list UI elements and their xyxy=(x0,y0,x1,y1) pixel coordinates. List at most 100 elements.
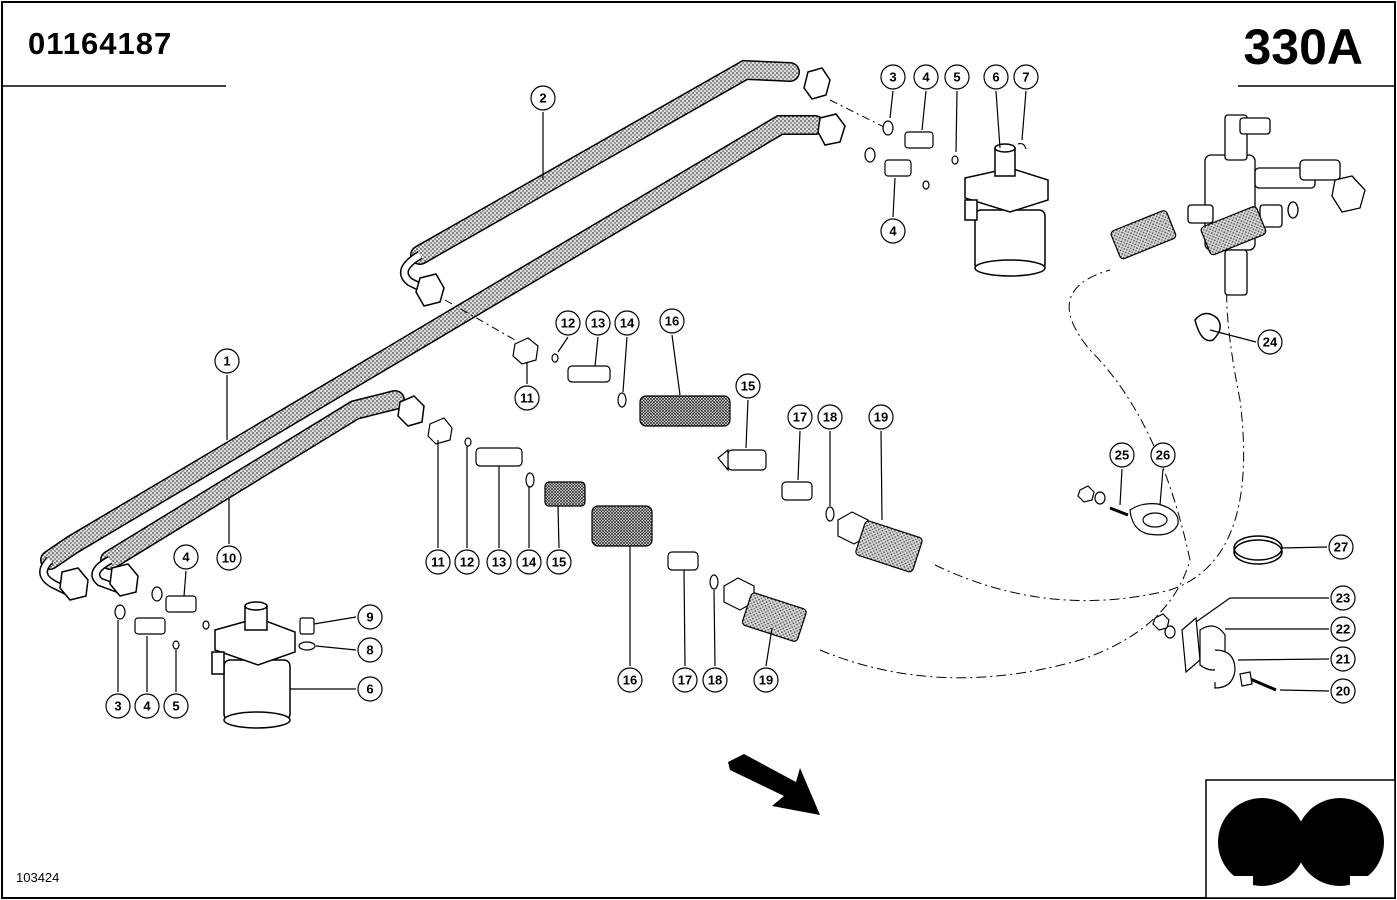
callout-label: 17 xyxy=(678,673,692,688)
callout-circle xyxy=(1330,678,1356,704)
callout-circle xyxy=(1150,442,1176,468)
callout-label: 6 xyxy=(992,70,999,85)
callout-c27: 27 xyxy=(1281,534,1354,560)
callout-label: 16 xyxy=(665,314,679,329)
callout-c8: 8 xyxy=(315,637,383,663)
callout-leader xyxy=(671,334,681,396)
callout-leader xyxy=(880,430,883,521)
callout-label: 21 xyxy=(1336,652,1350,667)
callout-c7a: 7 xyxy=(1013,64,1039,141)
callout-leader xyxy=(955,90,958,153)
callout-leader xyxy=(183,570,187,597)
callout-c11a: 11 xyxy=(514,362,540,411)
callout-circle xyxy=(817,404,843,430)
callout-c4c: 4 xyxy=(173,544,199,597)
callout-label: 5 xyxy=(953,70,960,85)
motor-upper xyxy=(964,143,1049,277)
coupling-row-lower xyxy=(427,417,719,590)
lower-fittings xyxy=(114,586,316,651)
hose-clamp-27 xyxy=(1233,535,1283,565)
callout-leader xyxy=(921,90,927,131)
callout-label: 12 xyxy=(460,555,474,570)
callout-circle xyxy=(944,64,970,90)
callout-circle xyxy=(546,549,572,575)
callout-leader xyxy=(995,90,1001,149)
callout-circle xyxy=(214,348,240,374)
callout-circle xyxy=(134,693,160,719)
callout-c5a: 5 xyxy=(944,64,970,153)
hose-end-19-upper xyxy=(837,511,923,573)
callout-circle xyxy=(753,667,779,693)
callout-circle xyxy=(1330,585,1356,611)
callout-c19a: 19 xyxy=(868,404,894,521)
callout-circle xyxy=(880,218,906,244)
callout-c16b: 16 xyxy=(617,546,643,693)
callout-leader xyxy=(797,430,801,481)
callout-leader xyxy=(1119,468,1123,506)
callout-c23: 23 xyxy=(1195,585,1356,623)
callout-c22: 22 xyxy=(1225,616,1356,642)
callout-c15b: 15 xyxy=(546,505,572,575)
callout-label: 8 xyxy=(366,643,373,658)
callout-circle xyxy=(555,310,581,336)
clamp-25-26 xyxy=(1077,485,1179,536)
callout-circle xyxy=(913,64,939,90)
callout-c3a: 3 xyxy=(880,64,906,119)
callout-leader xyxy=(313,616,357,625)
callout-leader xyxy=(557,505,560,549)
motor-lower xyxy=(211,601,296,729)
valve-block xyxy=(1187,114,1366,296)
callout-c21: 21 xyxy=(1237,646,1356,672)
callout-label: 13 xyxy=(492,555,506,570)
callout-label: 23 xyxy=(1336,591,1350,606)
callout-leader xyxy=(745,399,749,449)
callout-circle xyxy=(880,64,906,90)
callout-label: 3 xyxy=(114,699,121,714)
callout-label: 7 xyxy=(1022,70,1029,85)
callout-c11b: 11 xyxy=(425,440,451,575)
callout-circle xyxy=(1109,442,1135,468)
callout-circle xyxy=(357,676,383,702)
callout-label: 9 xyxy=(366,610,373,625)
callout-leader xyxy=(622,336,628,393)
callout-label: 22 xyxy=(1336,622,1350,637)
callout-leader xyxy=(315,645,357,651)
callout-circle xyxy=(672,667,698,693)
callout-c17b: 17 xyxy=(672,569,698,693)
callout-circle xyxy=(1330,646,1356,672)
callout-circle xyxy=(1328,534,1354,560)
callout-circle xyxy=(983,64,1009,90)
callout-label: 26 xyxy=(1156,448,1170,463)
coupling-row-upper xyxy=(512,337,835,522)
callout-c17a: 17 xyxy=(787,404,813,481)
document-number: 01164187 xyxy=(28,26,173,61)
callout-label: 4 xyxy=(889,224,897,239)
callout-leader xyxy=(713,589,716,667)
callout-c2: 2 xyxy=(530,85,556,180)
callout-label: 4 xyxy=(143,699,151,714)
callout-leader xyxy=(1279,689,1330,692)
callout-c3b: 3 xyxy=(105,620,131,719)
callout-label: 27 xyxy=(1334,540,1348,555)
callout-label: 25 xyxy=(1115,448,1129,463)
hose-end-nuts xyxy=(59,67,846,601)
callout-label: 3 xyxy=(889,70,896,85)
route-line-2 xyxy=(819,269,1191,679)
callout-circle xyxy=(163,693,189,719)
callout-label: 20 xyxy=(1336,684,1350,699)
callout-circle xyxy=(216,545,242,571)
callout-leader xyxy=(683,569,686,667)
callout-c18b: 18 xyxy=(702,589,728,693)
callout-label: 18 xyxy=(823,410,837,425)
callout-circle xyxy=(173,544,199,570)
direction-arrow xyxy=(728,754,820,815)
callout-circle xyxy=(659,308,685,334)
callout-c4d: 4 xyxy=(134,636,160,719)
clamp-24 xyxy=(1194,312,1221,342)
callout-c26: 26 xyxy=(1150,442,1176,506)
callout-label: 4 xyxy=(182,550,190,565)
callout-label: 2 xyxy=(539,91,546,106)
callout-label: 11 xyxy=(431,555,445,570)
